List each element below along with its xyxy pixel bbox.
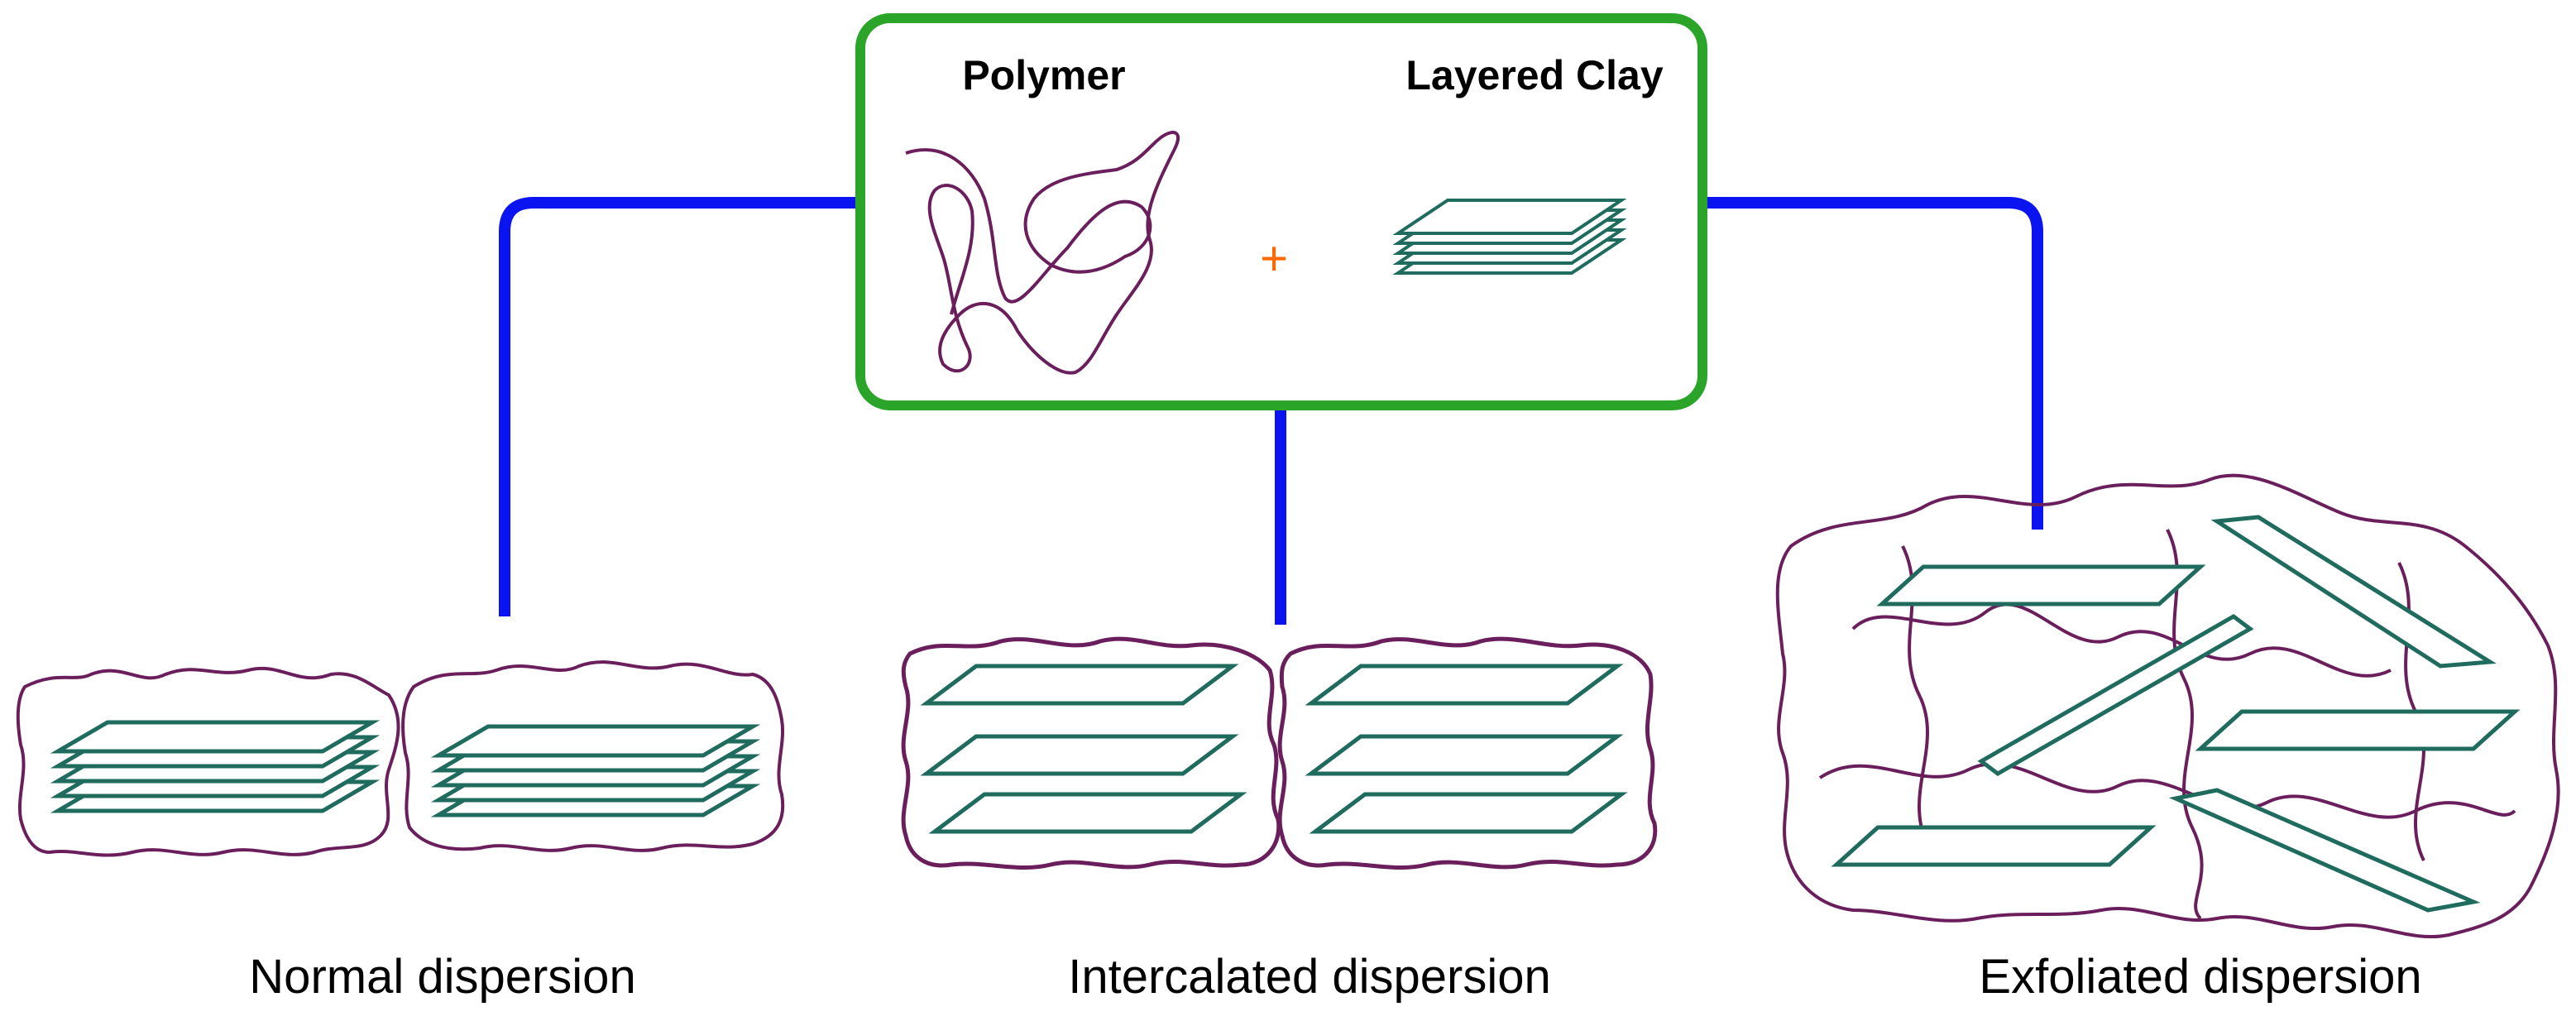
exfoliated-clay-sheets (1831, 515, 2521, 913)
plus-sign: + (1260, 232, 1288, 285)
connector-to-normal (499, 197, 860, 616)
normal-polymer-envelope-right (401, 660, 785, 852)
normal-dispersion-label: Normal dispersion (249, 950, 635, 1004)
intercalated-polymer-envelope-left (901, 636, 1281, 870)
normal-dispersion-cluster: Normal dispersion (16, 660, 785, 1004)
exfoliated-polymer-network (1775, 473, 2560, 939)
polymer-coil-icon (905, 131, 1180, 375)
intercalated-dispersion-cluster: Intercalated dispersion (901, 636, 1658, 1004)
intercalated-polymer-envelope-right (1277, 636, 1658, 870)
source-box-frame (855, 13, 1707, 410)
connector-to-exfoliated (1702, 197, 2043, 530)
polymer-label: Polymer (962, 52, 1125, 98)
source-box: Polymer Layered Clay + (855, 13, 1707, 410)
layered-clay-icon (1392, 199, 1627, 275)
exfoliated-dispersion-label: Exfoliated dispersion (1979, 950, 2421, 1004)
normal-polymer-envelope-left (16, 667, 400, 857)
connector-lines (499, 197, 2043, 625)
normal-clay-stack-left (50, 720, 381, 813)
intercalated-clay-layers-left (920, 664, 1247, 834)
normal-clay-stack-right (430, 724, 761, 817)
intercalated-dispersion-label: Intercalated dispersion (1068, 950, 1551, 1004)
clay-label: Layered Clay (1405, 52, 1663, 98)
exfoliated-dispersion-cluster: Exfoliated dispersion (1775, 473, 2560, 1004)
intercalated-clay-layers-right (1305, 664, 1628, 834)
